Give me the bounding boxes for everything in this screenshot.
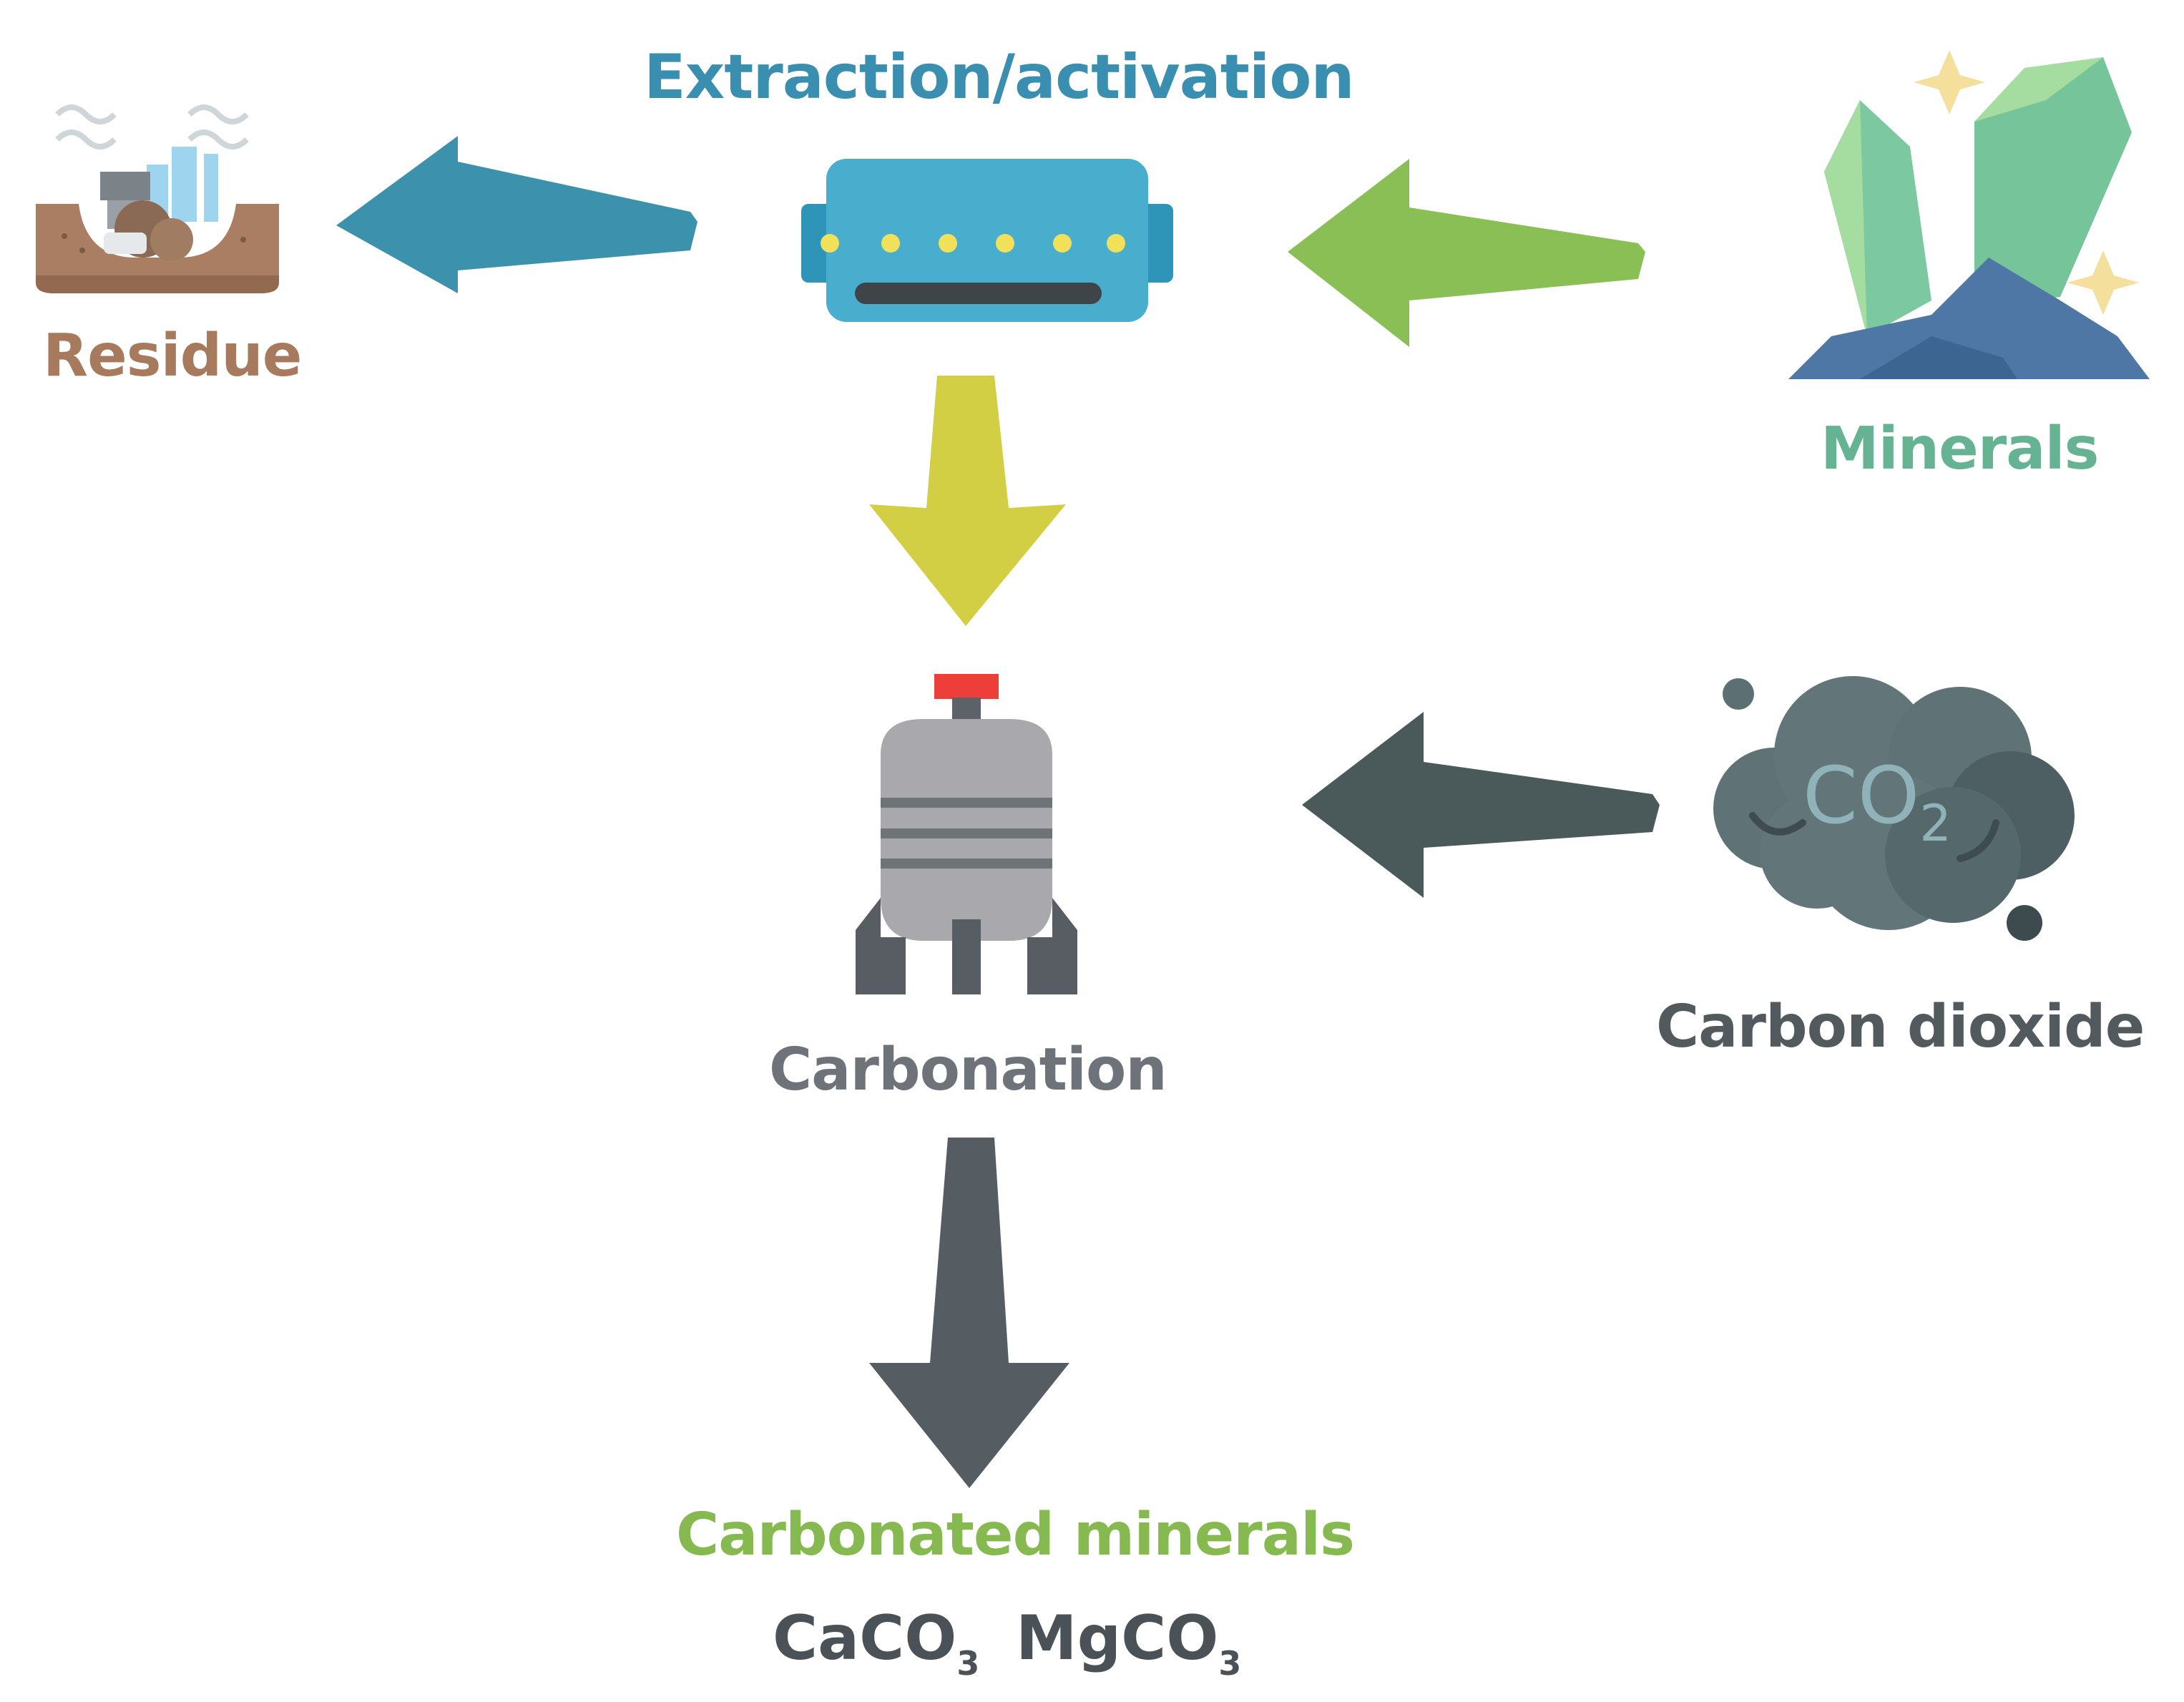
extraction-machine-icon <box>801 159 1173 322</box>
formula-mgco3-sub: 3 <box>1218 1644 1242 1683</box>
arrow-extraction-to-carbonation <box>869 376 1066 626</box>
mine-pit-icon <box>36 104 279 293</box>
label-residue: Residue <box>43 322 302 390</box>
label-carbon-dioxide: Carbon dioxide <box>1656 993 2145 1061</box>
formula-caco3-base: CaCO <box>773 1603 957 1674</box>
reactor-tank-icon <box>856 674 1077 994</box>
arrow-carbonation-to-product <box>869 1138 1069 1488</box>
formula-mgco3: MgCO3 <box>1016 1603 1241 1683</box>
co2-badge: CO2 <box>1803 750 1952 853</box>
arrow-co2-to-carbonation <box>1302 712 1660 898</box>
arrow-extraction-to-residue <box>336 136 697 293</box>
formula-mgco3-base: MgCO <box>1016 1603 1219 1674</box>
label-carbonation: Carbonation <box>769 1036 1167 1104</box>
formula-caco3-sub: 3 <box>956 1644 980 1683</box>
co2-cloud-icon: CO2 <box>1713 676 2075 941</box>
crystals-icon <box>1788 50 2150 379</box>
formula-caco3: CaCO3 <box>773 1603 979 1683</box>
label-carbonated-minerals: Carbonated minerals <box>676 1501 1355 1569</box>
arrow-minerals-to-extraction <box>1288 159 1645 347</box>
label-minerals: Minerals <box>1821 415 2099 483</box>
label-extraction-activation: Extraction/activation <box>644 41 1355 113</box>
